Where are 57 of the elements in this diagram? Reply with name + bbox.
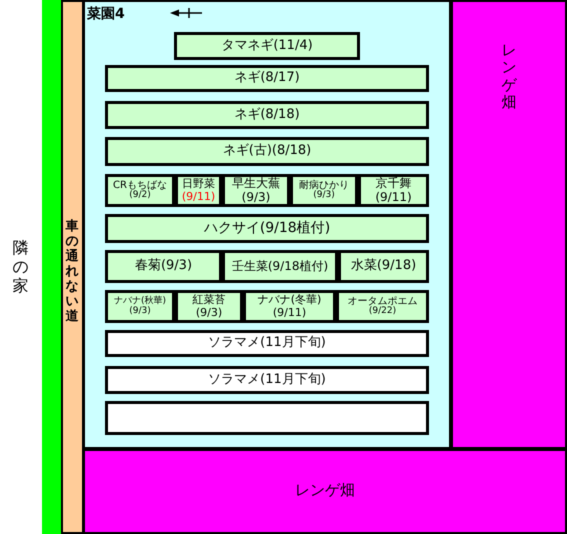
bed-label: CRもちばな — [113, 180, 167, 192]
bed-label: ソラマメ(11月下旬) — [208, 372, 326, 388]
bed-label: (9/3) — [129, 306, 151, 316]
area-label: レンゲ畑 — [295, 481, 355, 500]
garden-title: 菜園4 — [87, 5, 125, 23]
bed-box — [105, 137, 429, 166]
bed-label: (9/3) — [242, 190, 270, 204]
bed-label: ソラマメ(11月下旬) — [208, 336, 326, 351]
bed-label: 紅菜苔 — [192, 294, 226, 306]
bed-label: (9/22) — [368, 307, 396, 317]
bed-box — [105, 101, 429, 129]
bed-label: (9/11) — [375, 190, 412, 204]
bed-label: タマネギ(11/4) — [221, 38, 313, 54]
bed-box — [358, 174, 429, 207]
bed-label: (9/3) — [313, 191, 335, 201]
bed-box — [243, 290, 336, 323]
bed-label: 水菜(9/18) — [350, 259, 416, 274]
bed-label: ナバナ(秋華) — [114, 296, 166, 306]
bed-box — [175, 174, 222, 207]
bed-label: (9/2) — [129, 191, 151, 201]
bed-box — [105, 214, 429, 243]
bed-label: ネギ(8/18) — [234, 108, 300, 122]
empty-bed-box — [105, 401, 429, 435]
bed-label: 京千舞 — [376, 177, 412, 190]
bed-box — [105, 330, 429, 357]
bed-box — [105, 290, 175, 323]
bed-label: ナバナ(冬華) — [258, 294, 322, 306]
bed-box — [105, 65, 429, 92]
bed-label: オータムポエム — [348, 296, 418, 308]
bed-label: 耐病ひかり — [299, 180, 349, 192]
bed-box — [105, 250, 222, 283]
bed-label: 日野菜 — [182, 178, 215, 190]
field-area — [83, 449, 567, 534]
bed-label: ハクサイ(9/18植付) — [204, 220, 330, 236]
bed-box — [290, 174, 358, 207]
bed-box — [105, 174, 175, 207]
bed-label: (9/3) — [196, 306, 222, 319]
bed-box — [222, 250, 338, 283]
bed-label: (9/11) — [272, 306, 306, 319]
bed-label: (9/11) — [182, 190, 216, 203]
bed-box — [175, 290, 243, 323]
bed-box — [336, 290, 429, 323]
road-band — [61, 0, 84, 534]
bed-box — [222, 174, 290, 207]
bed-box — [105, 366, 429, 394]
bed-label: ネギ(8/17) — [234, 71, 300, 86]
garden-area — [83, 0, 451, 449]
bed-box — [338, 250, 429, 283]
bed-label: ネギ(古)(8/18) — [222, 144, 312, 159]
area-label: 車の通れない道 — [65, 220, 79, 325]
bed-label: 春菊(9/3) — [134, 259, 192, 274]
bed-label: 壬生菜(9/18植付) — [232, 260, 328, 274]
bed-label: 早生大蕪 — [232, 177, 280, 190]
area-label: レンゲ畑 — [501, 42, 517, 111]
field-area — [451, 0, 567, 449]
bed-box — [174, 32, 360, 60]
neighbor-house-label: 隣の家 — [12, 238, 29, 296]
